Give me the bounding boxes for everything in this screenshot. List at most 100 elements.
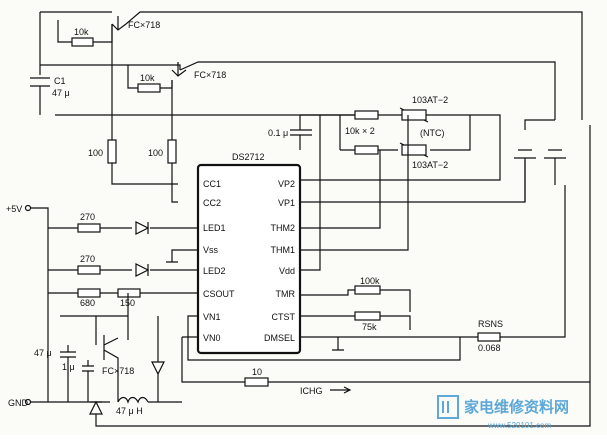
pin-vp2: VP2 <box>278 179 295 189</box>
label-q2: FC×718 <box>194 70 226 80</box>
r-thm-2 <box>354 145 379 155</box>
led2-diode <box>135 263 150 277</box>
pin-ctst: CTST <box>272 312 296 322</box>
label-r-cc1: 100 <box>88 148 103 158</box>
label-c-in: 47 μ <box>34 348 52 358</box>
wire-vdd <box>300 115 321 271</box>
label-ichg: ICHG <box>300 386 323 396</box>
label-inductor: 47 μ H <box>116 406 143 416</box>
r-led1 <box>77 223 101 233</box>
pin-dmsel: DMSEL <box>264 333 295 343</box>
r-cs1 <box>77 288 101 298</box>
pin-vdd: Vdd <box>279 266 295 276</box>
label-ntc-bottom: 103AT−2 <box>412 160 448 170</box>
label-rsns-value: 0.068 <box>478 343 501 353</box>
pin-thm1: THM1 <box>271 245 296 255</box>
r-cc1 <box>107 139 117 164</box>
c-in <box>60 345 76 402</box>
battery-cells <box>514 149 566 159</box>
q3-transistor <box>103 335 119 402</box>
label-chip: DS2712 <box>232 152 265 162</box>
r-q2-base <box>137 83 161 93</box>
pin-vn0: VN0 <box>203 333 221 343</box>
label-r-led1: 270 <box>80 212 95 222</box>
label-r-thm: 10k × 2 <box>345 126 375 136</box>
wire-cc1 <box>111 24 178 185</box>
wire-q1-collector <box>125 11 583 120</box>
r-ctst <box>354 311 381 321</box>
watermark-logo-icon <box>437 395 459 419</box>
wire-cc2 <box>171 80 178 203</box>
c-vp-capacitor <box>290 129 312 136</box>
r-thm-1 <box>354 110 379 120</box>
pin-cc1: CC1 <box>203 179 221 189</box>
zener-diode <box>89 400 103 415</box>
c-vn <box>82 360 94 402</box>
wire-vp-bus <box>55 114 355 150</box>
ichg-arrow <box>330 386 352 394</box>
label-r-ctst: 75k <box>362 322 377 332</box>
wire-vn1-sense <box>187 315 461 361</box>
label-ntc-top: 103AT−2 <box>412 95 448 105</box>
pin-tmr: TMR <box>276 289 296 299</box>
label-r-q2-base: 10k <box>140 73 155 83</box>
pin-csout: CSOUT <box>203 289 235 299</box>
wire-q2-path <box>40 61 556 120</box>
r-q1-base <box>71 37 94 47</box>
label-rsns-name: RSNS <box>478 319 503 329</box>
q2-transistor <box>171 62 187 77</box>
label-r-q1-base: 10k <box>74 27 89 37</box>
watermark: 家电维修资料网 www.520101.com <box>437 395 569 430</box>
watermark-text: 家电维修资料网 <box>464 398 569 416</box>
q1-transistor <box>111 16 127 31</box>
wire-ctst <box>300 315 411 330</box>
wire-dmsel <box>300 185 566 338</box>
wire-vss <box>166 249 198 263</box>
label-r-cs1: 680 <box>80 298 95 308</box>
inductor <box>28 396 182 404</box>
c1-capacitor <box>30 77 50 87</box>
dmsel-gnd <box>332 337 344 351</box>
label-q3: FC×718 <box>102 366 134 376</box>
r-cs2 <box>117 288 141 298</box>
wire-led1 <box>28 207 198 402</box>
label-r-ichg: 10 <box>252 367 262 377</box>
r-led2 <box>77 265 101 275</box>
label-r-tmr: 100k <box>360 276 380 286</box>
pin-led2: LED2 <box>203 266 226 276</box>
r-sns <box>477 332 501 342</box>
label-c-vp: 0.1 μ <box>268 128 288 138</box>
wire-gnd-return <box>95 382 591 427</box>
watermark-url: www.520101.com <box>487 421 551 430</box>
terminal-gnd <box>24 398 32 406</box>
wire-tmr <box>300 289 411 312</box>
label-c-vn: 1 μ <box>62 362 75 372</box>
pin-thm2: THM2 <box>271 223 296 233</box>
pin-vn1: VN1 <box>203 312 221 322</box>
label-q1: FC×718 <box>128 20 160 30</box>
label-ntc-mid: (NTC) <box>420 128 445 138</box>
label-supply: +5V <box>6 204 22 214</box>
pin-vp1: VP1 <box>278 198 295 208</box>
ds2712-chip <box>196 163 302 355</box>
label-r-led2: 270 <box>80 254 95 264</box>
pin-led1: LED1 <box>203 223 226 233</box>
label-r-cs2: 150 <box>120 298 135 308</box>
label-r-cc2: 100 <box>148 148 163 158</box>
r-cc2 <box>167 139 177 164</box>
label-gnd: GND <box>8 398 29 408</box>
label-c1-value: 47 μ <box>52 88 70 98</box>
pin-cc2: CC2 <box>203 198 221 208</box>
r-ichg <box>244 377 269 387</box>
schottky-diode <box>151 316 165 402</box>
led1-diode <box>135 221 150 235</box>
terminal-5v <box>24 204 32 212</box>
r-tmr <box>354 285 381 295</box>
wire-thm-net <box>339 115 471 151</box>
wire-q3 <box>60 293 129 345</box>
label-c1-name: C1 <box>54 76 66 86</box>
pin-vss: Vss <box>203 245 219 255</box>
wire-thm <box>300 115 409 251</box>
